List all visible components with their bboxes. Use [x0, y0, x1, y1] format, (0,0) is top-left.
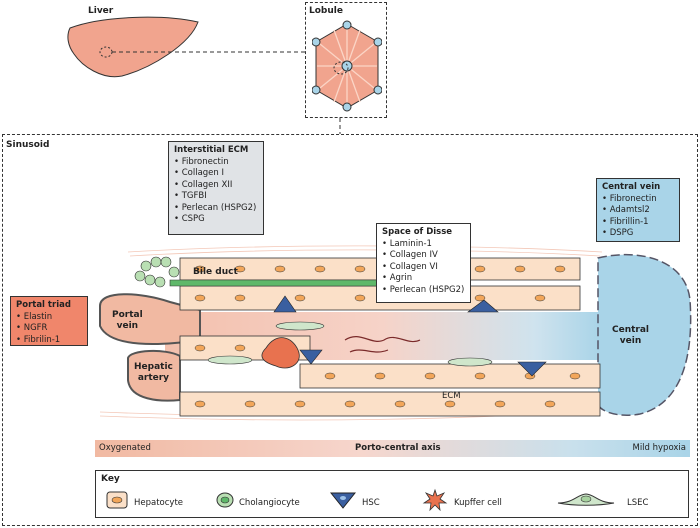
lobule-illustration	[312, 20, 382, 112]
portal-triad-item: Elastin	[16, 312, 82, 324]
key-item-hsc: HSC	[362, 498, 380, 508]
liver-title: Liver	[88, 6, 114, 16]
disse-title: Space of Disse	[382, 227, 453, 237]
sinusoid-title: Sinusoid	[6, 140, 50, 150]
interstitial-ecm-title: Interstitial ECM	[174, 145, 249, 155]
key-item-hepatocyte: Hepatocyte	[134, 498, 184, 508]
interstitial-ecm-item: Fibronectin	[174, 157, 258, 169]
central-vein-item: Fibronectin	[602, 194, 674, 206]
axis-left-label: Oxygenated	[99, 443, 151, 453]
bile-duct-label: Bile duct	[193, 267, 238, 277]
interstitial-ecm-item: Collagen XII	[174, 180, 258, 192]
disse-item: Collagen IV	[382, 250, 465, 262]
central-vein-label: Central vein	[612, 325, 650, 346]
central-vein-box: Central vein Fibronectin Adamtsl2 Fibril…	[596, 178, 680, 242]
kupffer-cell-icon	[422, 488, 448, 512]
portal-triad-item: NGFR	[16, 323, 82, 335]
hepatocyte-icon	[106, 491, 128, 509]
ecm-label: ECM	[442, 391, 461, 401]
axis-center-label: Porto-central axis	[355, 443, 441, 453]
portal-triad-title: Portal triad	[16, 300, 71, 310]
disse-item: Collagen VI	[382, 262, 465, 274]
central-vein-item: Fibrillin-1	[602, 217, 674, 229]
key-item-cholangiocyte: Cholangiocyte	[239, 498, 300, 508]
axis-right-label: Mild hypoxia	[632, 443, 686, 453]
key-title: Key	[101, 474, 120, 484]
porto-central-axis: Oxygenated Porto-central axis Mild hypox…	[95, 440, 690, 457]
central-vein-title: Central vein	[602, 182, 661, 192]
portal-triad-item: Fibrilin-1	[16, 335, 82, 347]
lsec-icon	[557, 493, 615, 506]
portal-vein-label: Portal vein	[112, 310, 143, 331]
legend-key: Key Hepatocyte Cholangiocyte HSC Kupffer…	[95, 470, 689, 518]
central-vein-item: DSPG	[602, 228, 674, 240]
cholangiocyte-icon	[216, 492, 234, 508]
interstitial-ecm-item: TGFBI	[174, 191, 258, 203]
interstitial-ecm-item: CSPG	[174, 214, 258, 226]
disse-item: Perlecan (HSPG2)	[382, 285, 465, 297]
space-of-disse-box: Space of Disse Laminin-1 Collagen IV Col…	[376, 223, 471, 303]
central-vein-item: Adamtsl2	[602, 205, 674, 217]
key-item-kupffer-cell: Kupffer cell	[454, 498, 502, 508]
disse-item: Agrin	[382, 273, 465, 285]
disse-item: Laminin-1	[382, 239, 465, 251]
hepatic-artery-label: Hepatic artery	[134, 362, 173, 383]
interstitial-ecm-item: Perlecan (HSPG2)	[174, 203, 258, 215]
portal-triad-box: Portal triad Elastin NGFR Fibrilin-1	[10, 296, 88, 346]
key-item-lsec: LSEC	[627, 498, 649, 508]
hsc-icon	[330, 492, 356, 509]
lobule-frame	[305, 2, 387, 118]
interstitial-ecm-item: Collagen I	[174, 168, 258, 180]
interstitial-ecm-box: Interstitial ECM Fibronectin Collagen I …	[168, 141, 264, 235]
lobule-title: Lobule	[309, 6, 343, 16]
sinusoid-frame	[2, 134, 698, 526]
